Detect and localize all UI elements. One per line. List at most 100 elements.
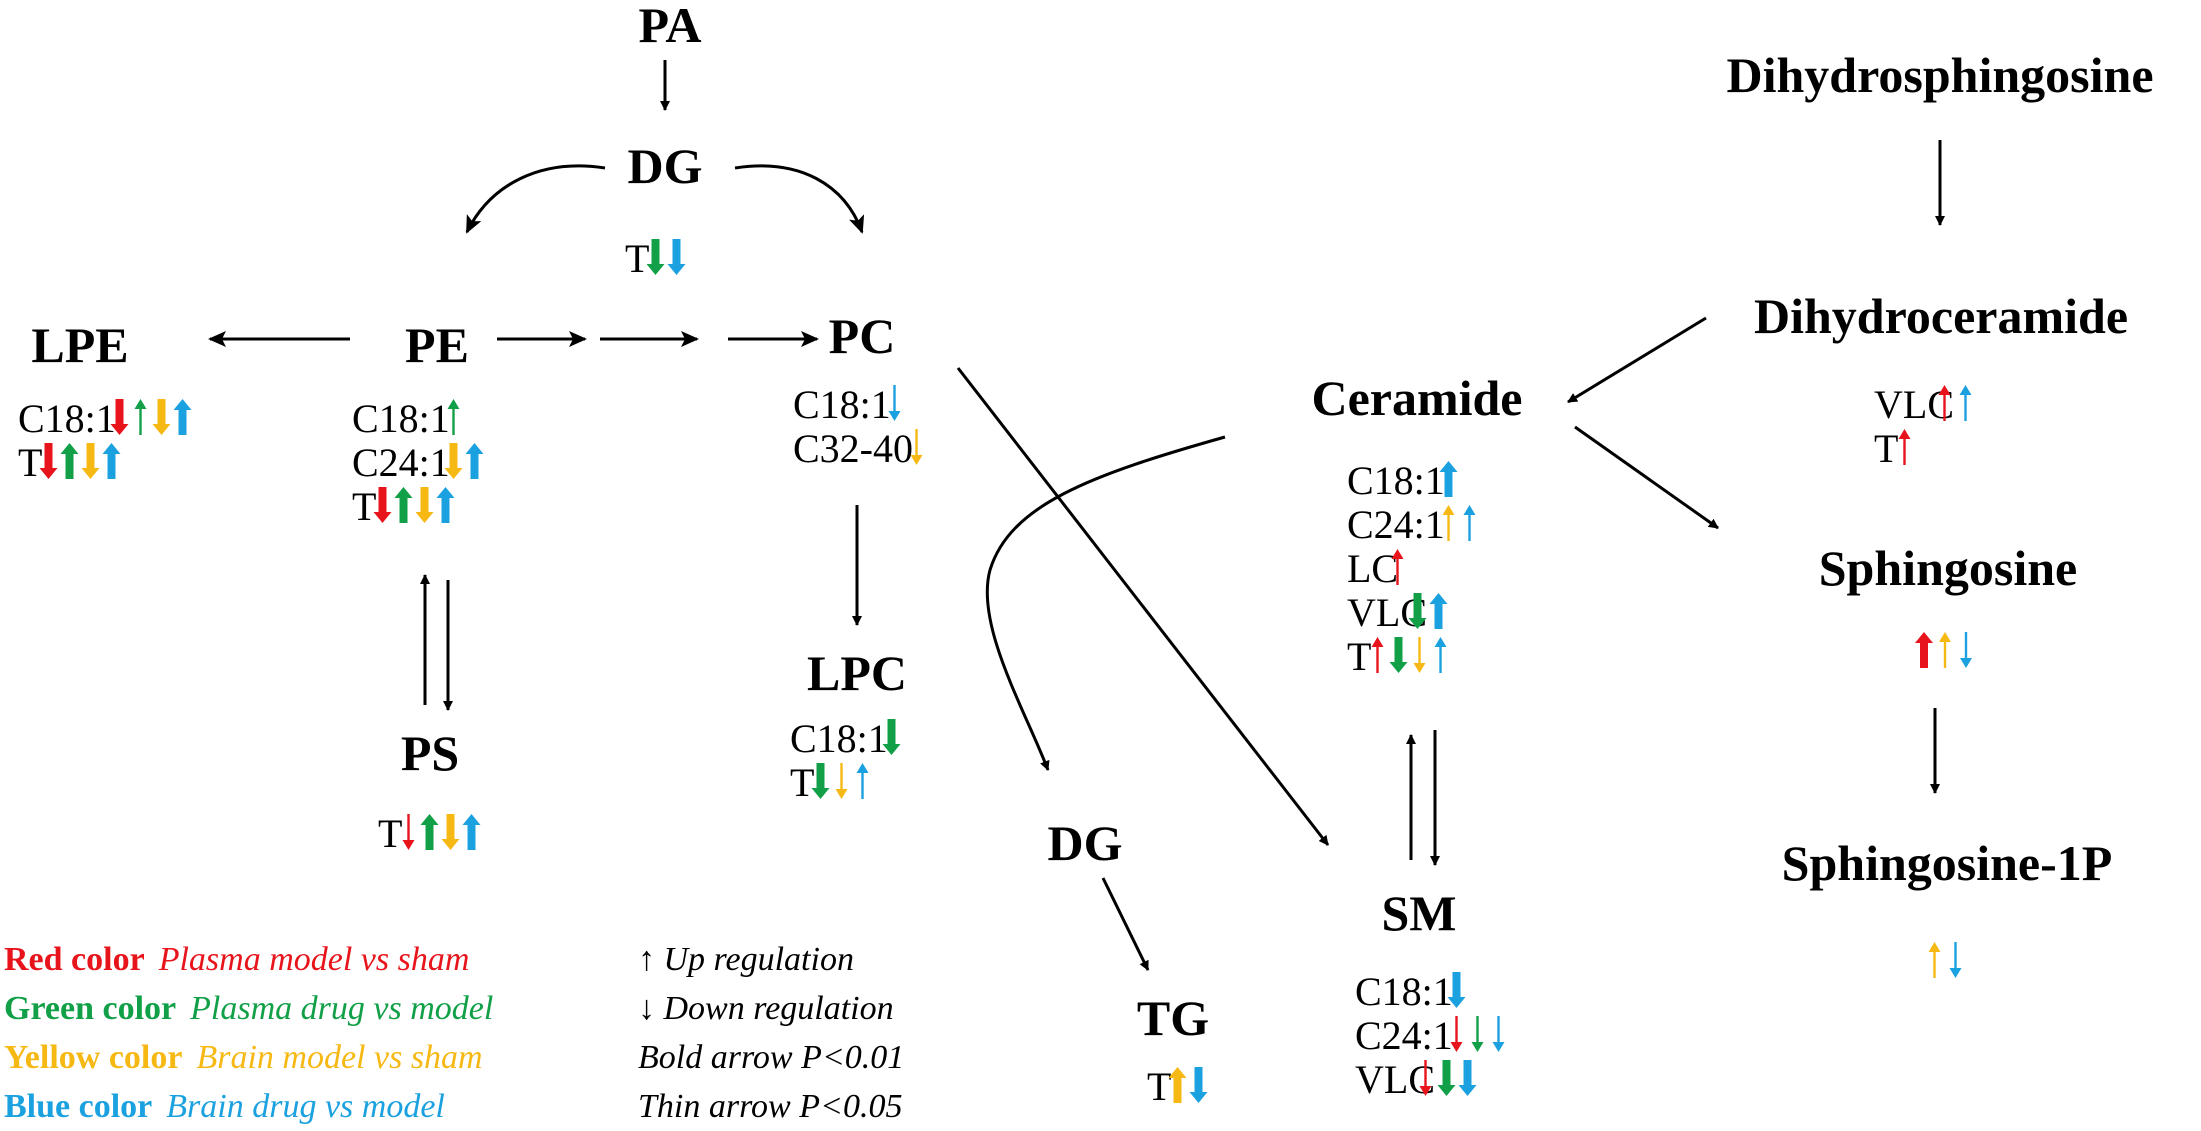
node-sphingosine: Sphingosine: [1819, 540, 2077, 596]
annotation-label: C24:1: [352, 440, 450, 485]
annotation-row: C18:1: [790, 716, 901, 761]
bold-up-arrow-icon: [465, 443, 484, 479]
node-dg-mid: DG: [1048, 815, 1123, 871]
thin-down-arrow-icon: [910, 429, 923, 465]
annotation-label: C18:1: [1355, 969, 1453, 1014]
key-down-regulation: ↓ Down regulation: [638, 990, 894, 1027]
annotation-row: C18:1: [793, 382, 901, 427]
annotation-label: C32-40: [793, 426, 913, 471]
node-dihydroceramide: Dihydroceramide: [1754, 288, 2128, 344]
annotation-lpe: C18:1T: [18, 396, 192, 485]
thin-down-arrow-icon: [835, 763, 848, 799]
bold-up-arrow-icon: [173, 399, 192, 435]
key-thin-arrow: Thin arrow P<0.05: [638, 1088, 902, 1125]
thin-up-arrow-icon: [1939, 632, 1951, 668]
annotation-label: T: [378, 811, 402, 856]
legend-yellow-italic: Brain model vs sham: [196, 1039, 482, 1076]
annotation-row: [1928, 942, 1962, 978]
annotation-row: C18:1: [1347, 458, 1458, 503]
annotation-row: [1915, 632, 1972, 668]
annotation-label: T: [1147, 1064, 1171, 1109]
legend-item-red: Red color Plasma model vs sham: [4, 941, 469, 978]
bold-down-arrow-icon: [1189, 1067, 1208, 1103]
bold-down-arrow-icon: [882, 719, 901, 755]
annotation-label: C18:1: [18, 396, 116, 441]
bold-down-arrow-icon: [1447, 972, 1466, 1008]
thin-up-arrow-icon: [447, 399, 460, 435]
bold-up-arrow-icon: [462, 814, 481, 850]
annotation-row: T: [378, 811, 481, 856]
bold-down-arrow-icon: [415, 487, 434, 523]
annotation-dg-top: T: [625, 236, 686, 281]
annotation-label: C18:1: [793, 382, 891, 427]
bold-up-arrow-icon: [60, 443, 79, 479]
annotation-row: T: [1347, 634, 1447, 679]
annotation-label: T: [18, 440, 42, 485]
thin-down-arrow-icon: [402, 814, 415, 850]
bold-down-arrow-icon: [110, 399, 129, 435]
node-dg-top: DG: [628, 138, 703, 194]
arrow-dg-to-pc: [734, 164, 865, 234]
bold-down-arrow-icon: [39, 443, 58, 479]
node-sphingosine-1p: Sphingosine-1P: [1782, 835, 2113, 891]
annotation-row: C32-40: [793, 426, 923, 471]
annotation-row: C24:1: [1347, 502, 1476, 547]
thin-down-arrow-icon: [1960, 632, 1972, 668]
bold-up-arrow-icon: [1439, 461, 1458, 497]
thin-down-arrow-icon: [1492, 1016, 1505, 1052]
annotation-row: C18:1: [352, 396, 460, 441]
bold-up-arrow-icon: [102, 443, 121, 479]
bold-down-arrow-icon: [646, 239, 665, 275]
legend: Red color Plasma model vs sham Green col…: [4, 941, 493, 1125]
legend-green-italic: Plasma drug vs model: [189, 990, 493, 1027]
bold-down-arrow-icon: [444, 443, 463, 479]
annotation-sphingosine-1p: [1928, 942, 1962, 978]
thin-up-arrow-icon: [1898, 429, 1911, 465]
annotation-label: T: [352, 484, 376, 529]
node-dihydrosphingosine: Dihydrosphingosine: [1726, 47, 2153, 103]
thin-down-arrow-icon: [1471, 1016, 1484, 1052]
thin-up-arrow-icon: [1371, 637, 1384, 673]
legend-item-green: Green color Plasma drug vs model: [4, 990, 493, 1027]
bold-down-arrow-icon: [441, 814, 460, 850]
legend-item-yellow: Yellow color Brain model vs sham: [4, 1039, 483, 1076]
annotation-row: T: [625, 236, 686, 281]
annotation-label: C24:1: [1347, 502, 1445, 547]
annotation-row: C18:1: [1355, 969, 1466, 1014]
thin-up-arrow-icon: [1959, 385, 1972, 421]
annotation-row: T: [790, 760, 869, 805]
node-pa: PA: [639, 0, 702, 53]
annotation-label: C18:1: [352, 396, 450, 441]
annotation-label: T: [625, 236, 649, 281]
bold-down-arrow-icon: [667, 239, 686, 275]
bold-up-arrow-icon: [394, 487, 413, 523]
annotation-row: VLC: [1347, 590, 1448, 635]
legend-blue-bold: Blue color: [4, 1088, 152, 1125]
annotation-row: T: [18, 440, 121, 485]
key-bold-arrow: Bold arrow P<0.01: [638, 1039, 904, 1076]
thin-down-arrow-icon: [1450, 1016, 1463, 1052]
annotation-label: C24:1: [1355, 1013, 1453, 1058]
annotation-row: C24:1: [352, 440, 484, 485]
annotation-label: T: [790, 760, 814, 805]
thin-down-arrow-icon: [1949, 942, 1962, 978]
bold-down-arrow-icon: [1458, 1060, 1477, 1096]
annotation-row: VLC: [1874, 382, 1972, 427]
thin-up-arrow-icon: [1442, 505, 1455, 541]
legend-red-bold: Red color: [4, 941, 145, 978]
bold-down-arrow-icon: [152, 399, 171, 435]
arrow-dg-to-pe: [465, 164, 606, 234]
annotation-row: LC: [1347, 546, 1404, 591]
node-lpe: LPE: [31, 317, 128, 373]
bold-up-arrow-icon: [1915, 632, 1933, 668]
bold-down-arrow-icon: [1389, 637, 1408, 673]
annotation-label: T: [1347, 634, 1371, 679]
arrow-pc-to-sm: [956, 367, 1330, 846]
arrow-dg-to-tg: [1101, 877, 1150, 971]
bold-up-arrow-icon: [1168, 1067, 1187, 1103]
thin-up-arrow-icon: [1391, 549, 1404, 585]
node-sm: SM: [1382, 885, 1457, 941]
bold-down-arrow-icon: [373, 487, 392, 523]
